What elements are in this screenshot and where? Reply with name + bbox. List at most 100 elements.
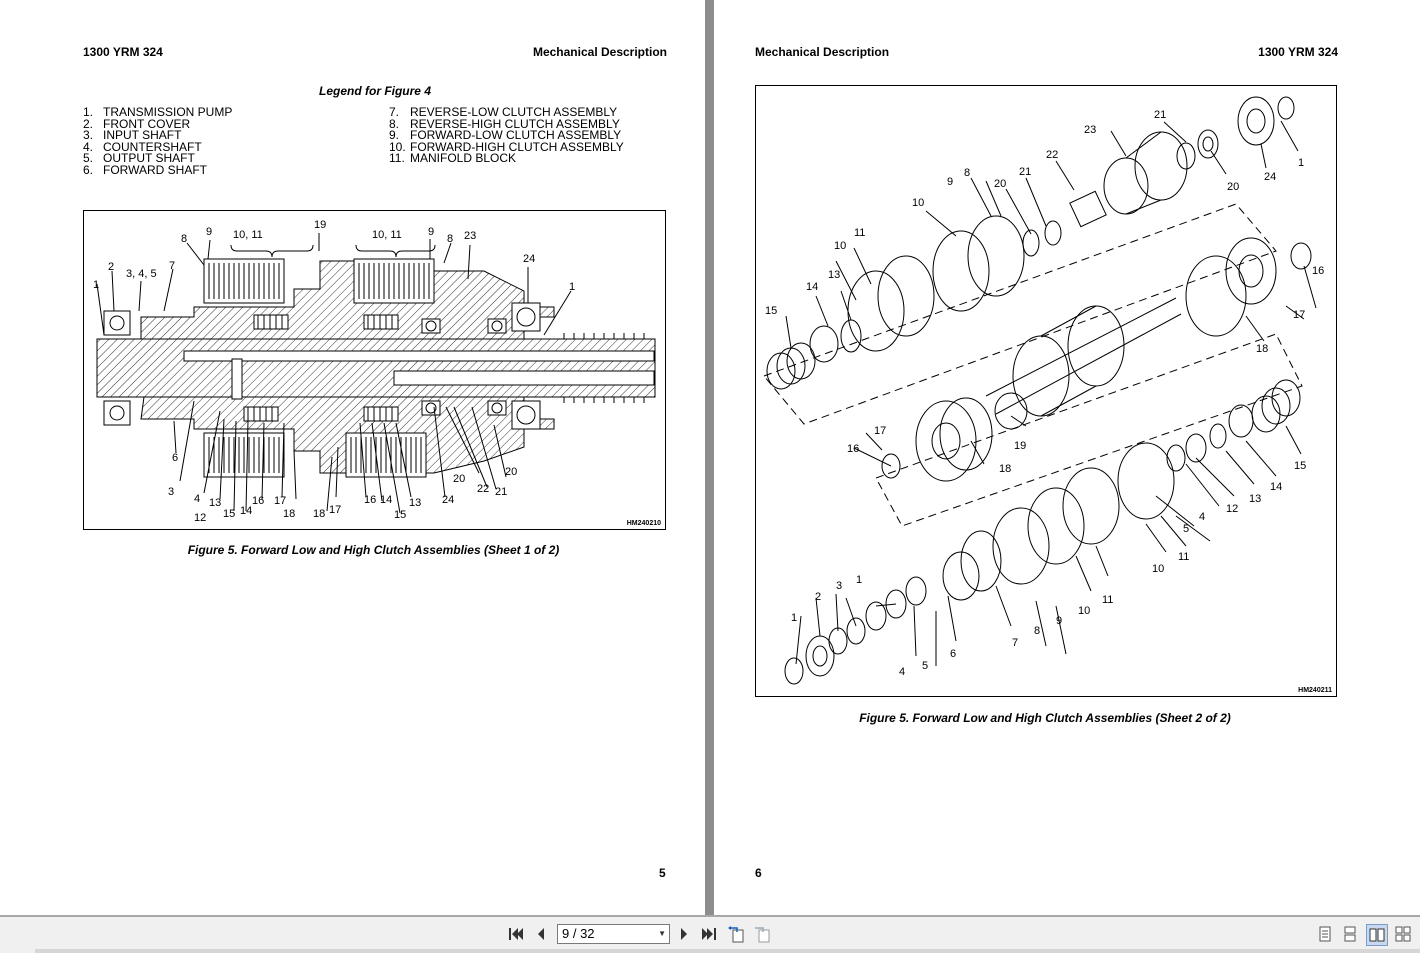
callout-22: 22 <box>1046 149 1058 161</box>
callout-22: 22 <box>477 483 489 495</box>
callout-1: 1 <box>569 281 575 293</box>
callout-11: 11 <box>1178 551 1189 563</box>
callout-8: 8 <box>1034 625 1040 637</box>
callout-6: 6 <box>172 452 178 464</box>
next-page-icon[interactable] <box>674 924 694 944</box>
callout-15: 15 <box>394 509 406 521</box>
callout-24: 24 <box>523 253 535 265</box>
callout-21: 21 <box>1154 109 1166 121</box>
callout-10-11: 10, 11 <box>372 229 402 241</box>
callout-7: 7 <box>1012 637 1018 649</box>
figure-caption: Figure 5. Forward Low and High Clutch As… <box>859 711 1231 725</box>
header-doc-number: 1300 YRM 324 <box>83 45 163 59</box>
callout-9: 9 <box>947 176 953 188</box>
callout-18: 18 <box>1256 343 1268 355</box>
callout-16: 16 <box>364 494 376 506</box>
callout-19: 19 <box>1014 440 1026 452</box>
callout-1: 1 <box>791 612 797 624</box>
first-page-icon[interactable] <box>506 924 526 944</box>
chevron-down-icon: ▼ <box>658 929 666 938</box>
callout-1: 1 <box>93 279 99 291</box>
legend-item: 7.REVERSE-LOW CLUTCH ASSEMBLY <box>389 105 618 119</box>
callout-20: 20 <box>453 473 465 485</box>
callout-18: 18 <box>283 508 295 520</box>
callout-3: 3 <box>836 580 842 592</box>
page-number: 5 <box>659 866 666 880</box>
callout-16: 16 <box>1312 265 1324 277</box>
callout-12: 12 <box>1226 503 1238 515</box>
callout-11: 11 <box>854 227 865 239</box>
callout-19: 19 <box>314 219 326 231</box>
callout-4: 4 <box>1199 511 1205 523</box>
legend-title: Legend for Figure 4 <box>318 84 431 98</box>
continuous-facing-view-icon[interactable] <box>1393 924 1413 944</box>
right-page: Mechanical Description 1300 YRM 324 <box>714 0 1420 915</box>
callout-21: 21 <box>495 486 507 498</box>
figure-caption: Figure 5. Forward Low and High Clutch As… <box>187 543 560 557</box>
legend-item: 2.FRONT COVER <box>83 116 191 131</box>
callout-1: 1 <box>856 574 862 586</box>
previous-view-icon[interactable] <box>726 924 746 944</box>
legend-item: 1.TRANSMISSION PUMP <box>83 105 233 119</box>
legend-item: 8.REVERSE-HIGH CLUTCH ASSEMBLY <box>389 116 620 131</box>
callout-17: 17 <box>274 495 286 507</box>
page-indicator-text: 9 / 32 <box>562 926 595 941</box>
legend-item: 9.FORWARD-LOW CLUTCH ASSEMBLY <box>389 128 622 143</box>
figure-callouts: 19 9 10, 11 8 10, 11 9 8 23 2 3, 4, 5 7 … <box>93 219 575 524</box>
callout-8: 8 <box>181 233 187 245</box>
callout-10: 10 <box>1078 605 1090 617</box>
callout-15: 15 <box>765 305 777 317</box>
continuous-view-icon[interactable] <box>1340 924 1360 944</box>
callout-7: 7 <box>169 260 175 272</box>
callout-13: 13 <box>209 497 221 509</box>
callout-24: 24 <box>1264 171 1276 183</box>
callout-9: 9 <box>428 226 434 238</box>
legend-list-left: 1.TRANSMISSION PUMP 2.FRONT COVER 3.INPU… <box>83 105 233 177</box>
previous-page-icon[interactable] <box>531 924 551 944</box>
callout-11: 11 <box>1102 594 1113 606</box>
callout-9: 9 <box>206 226 212 238</box>
callout-21: 21 <box>1019 166 1031 178</box>
next-view-icon[interactable] <box>752 924 772 944</box>
callout-17: 17 <box>1293 309 1305 321</box>
callout-14: 14 <box>1270 481 1282 493</box>
callout-8: 8 <box>447 233 453 245</box>
callout-24: 24 <box>442 494 454 506</box>
legend-item: 6.FORWARD SHAFT <box>83 162 207 177</box>
callout-14: 14 <box>240 505 252 517</box>
figure-callouts: 21 23 22 1 20 24 9 8 20 21 10 11 10 16 1… <box>765 109 1324 678</box>
callout-20: 20 <box>1227 181 1239 193</box>
header-section-title: Mechanical Description <box>755 45 890 59</box>
callout-3: 3 <box>168 486 174 498</box>
callout-16: 16 <box>252 495 264 507</box>
callout-2: 2 <box>108 261 114 273</box>
horizontal-scrollbar[interactable] <box>0 949 1420 953</box>
callout-17: 17 <box>329 504 341 516</box>
callout-14: 14 <box>380 494 392 506</box>
legend-item: 5.OUTPUT SHAFT <box>83 151 195 166</box>
legend-item: 3.INPUT SHAFT <box>83 128 182 143</box>
callout-20: 20 <box>505 466 517 478</box>
page-number-select[interactable]: 9 / 32 ▼ <box>557 924 670 944</box>
callout-9: 9 <box>1056 615 1062 627</box>
facing-view-icon[interactable] <box>1366 924 1388 946</box>
callout-13: 13 <box>1249 493 1261 505</box>
legend-item: 4.COUNTERSHAFT <box>83 139 202 154</box>
legend-list-right: 7.REVERSE-LOW CLUTCH ASSEMBLY 8.REVERSE-… <box>389 105 624 165</box>
callout-1: 1 <box>1298 157 1304 169</box>
callout-23: 23 <box>464 230 476 242</box>
scrollbar-thumb[interactable] <box>0 949 35 953</box>
single-page-view-icon[interactable] <box>1315 924 1335 944</box>
callout-18: 18 <box>313 508 325 520</box>
last-page-icon[interactable] <box>699 924 719 944</box>
callout-15: 15 <box>223 508 235 520</box>
figure-cross-section: 19 9 10, 11 8 10, 11 9 8 23 2 3, 4, 5 7 … <box>83 210 666 530</box>
exploded-view-drawing: 21 23 22 1 20 24 9 8 20 21 10 11 10 16 1… <box>763 96 1324 685</box>
callout-10-11: 10, 11 <box>233 229 263 241</box>
callout-3-4-5: 3, 4, 5 <box>126 268 157 280</box>
page-number: 6 <box>755 866 762 880</box>
callout-4: 4 <box>899 666 905 678</box>
figure-code: HM240211 <box>1298 687 1332 694</box>
callout-10: 10 <box>834 240 846 252</box>
callout-14: 14 <box>806 281 818 293</box>
